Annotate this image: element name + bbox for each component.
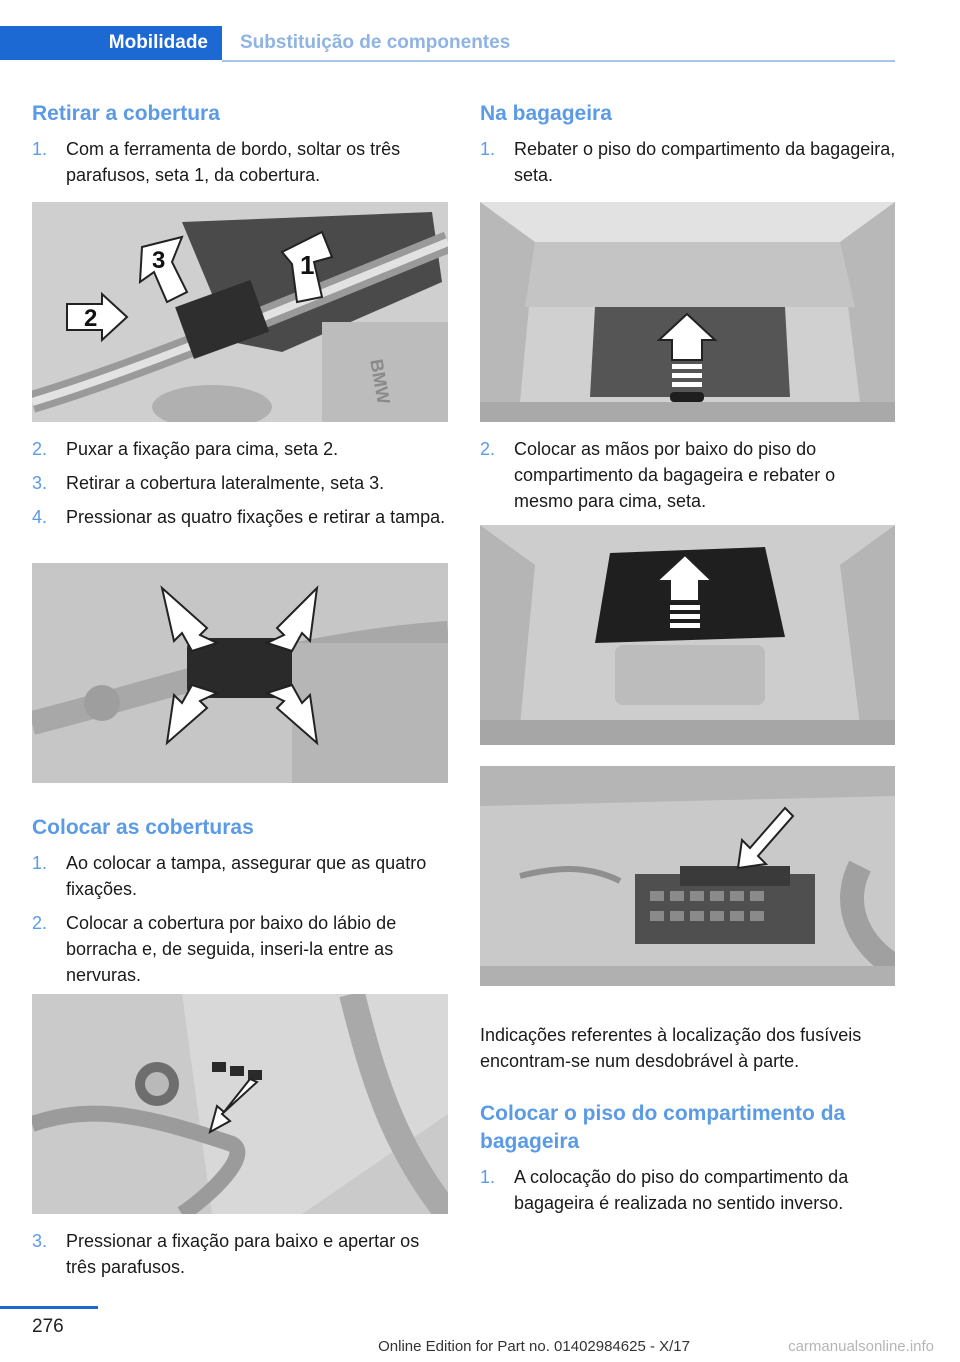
header-rule [222, 60, 895, 62]
left-steps-2-4: 2. Puxar a fixação para cima, seta 2. 3.… [32, 436, 448, 530]
step-item: 1. A colocação do piso do compartimento … [480, 1167, 849, 1213]
step-item: 1. Ao colocar a tampa, assegurar que as … [32, 853, 427, 899]
step-item: 2. Colocar a cobertura por baixo do lábi… [32, 913, 397, 985]
fig-label-1: 1 [300, 250, 314, 280]
edition-text: Online Edition for Part no. 01402984625 … [378, 1338, 690, 1355]
fig-label-3: 3 [152, 247, 165, 274]
figure-fuse-box [480, 766, 895, 986]
fuse-note: Indicações referentes à localização dos … [480, 1025, 862, 1071]
tab-substituicao[interactable]: Substituição de componentes [240, 32, 511, 53]
heading-na-bagageira: Na bagageira [480, 102, 612, 125]
fig-label-2: 2 [84, 305, 97, 332]
footer-rule [0, 1306, 98, 1309]
figure-engine-cover: 1 3 2 BMW [32, 202, 448, 422]
heading-colocar-piso: Colocar o piso do compartimento da bagag… [480, 1102, 846, 1153]
heading-colocar-coberturas: Colocar as coberturas [32, 816, 254, 839]
step-item: 1. Com a ferramenta de bordo, soltar os … [32, 139, 401, 185]
step-item: 3. Retirar a cobertura lateralmente, set… [32, 473, 385, 493]
left-column: Retirar a cobertura 1. Com a ferramenta … [32, 100, 448, 188]
step-item: 1. Rebater o piso do compartimento da ba… [480, 139, 896, 185]
step-item: 2. Puxar a fixação para cima, seta 2. [32, 439, 339, 459]
step-item: 4. Pressionar as quatro fixações e retir… [32, 507, 446, 527]
right-step-2: 2. Colocar as mãos por baixo do piso do … [480, 436, 896, 514]
right-note-and-section: Indicações referentes à localização dos … [480, 1022, 896, 1216]
heading-retirar-cobertura: Retirar a cobertura [32, 102, 220, 125]
figure-rubber-lip [32, 994, 448, 1214]
step-item: 2. Colocar as mãos por baixo do piso do … [480, 439, 836, 511]
page-header: Mobilidade Substituição de componentes [0, 26, 895, 62]
watermark: carmanualsonline.info [788, 1338, 934, 1355]
step-item: 3. Pressionar a fixação para baixo e ape… [32, 1231, 420, 1277]
figure-trunk-floor-raised [480, 525, 895, 745]
right-column: Na bagageira 1. Rebater o piso do compar… [480, 100, 896, 188]
tab-mobilidade[interactable]: Mobilidade [0, 26, 222, 60]
left-step-3: 3. Pressionar a fixação para baixo e ape… [32, 1228, 448, 1280]
left-section-colocar: Colocar as coberturas 1. Ao colocar a ta… [32, 814, 448, 988]
figure-trunk-floor [480, 202, 895, 422]
page-number: 276 [32, 1316, 64, 1337]
figure-fixations [32, 563, 448, 783]
